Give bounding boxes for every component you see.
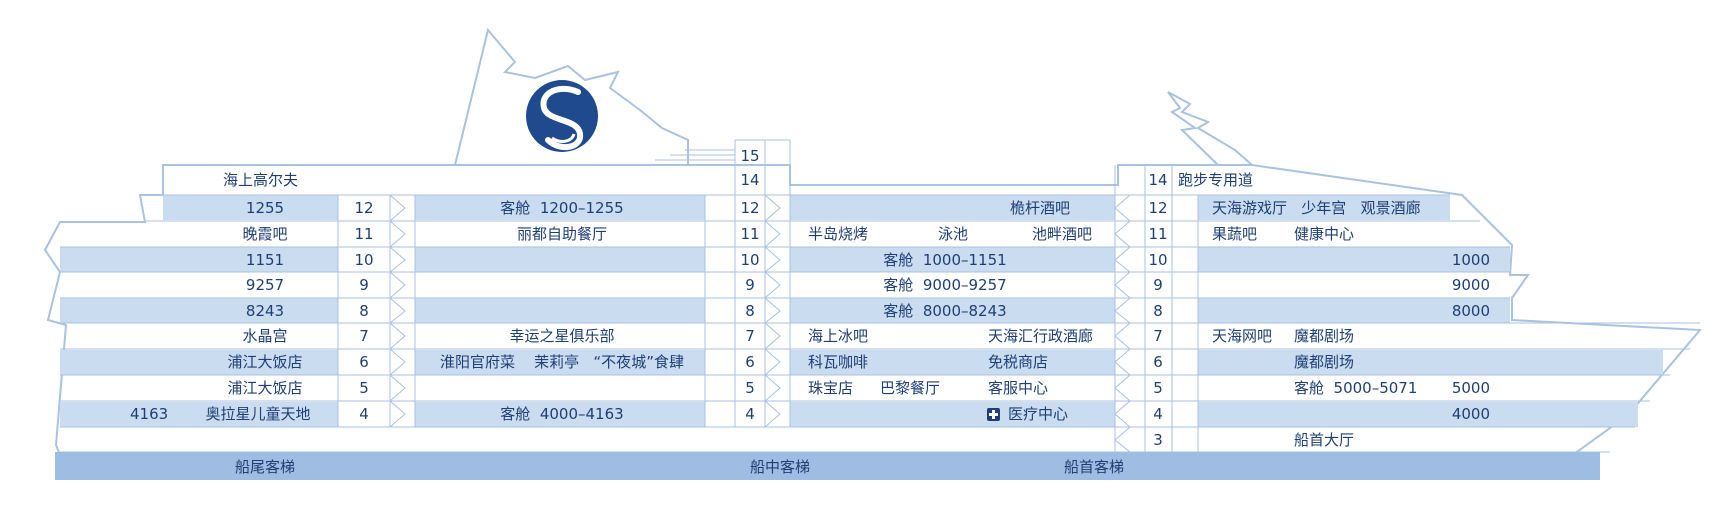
mid-deck5-c: 客服中心 bbox=[988, 379, 1049, 397]
aftmid-deck6: 淮阳官府菜 茉莉亭 “不夜城”食肆 bbox=[440, 353, 684, 371]
stern-deck8: 8243 bbox=[245, 302, 285, 320]
aft-deck-number: 7 bbox=[359, 327, 369, 345]
bow-deck6: 魔都剧场 bbox=[1294, 353, 1355, 371]
mid-deck5-a: 珠宝店 bbox=[808, 379, 854, 397]
bow-deck7-b: 魔都剧场 bbox=[1294, 327, 1355, 345]
mid-deck4: 医疗中心 bbox=[1008, 405, 1069, 423]
fwd-deck-number: 6 bbox=[1153, 353, 1163, 371]
mid-deck11-a: 半岛烧烤 bbox=[808, 225, 869, 243]
fwd-deck-number: 7 bbox=[1153, 327, 1163, 345]
mid-deck-number: 14 bbox=[740, 171, 760, 189]
aft-deck-number: 12 bbox=[354, 199, 374, 217]
fwd-deck-number: 12 bbox=[1148, 199, 1168, 217]
mid-deck-number: 8 bbox=[745, 302, 755, 320]
mid-deck-number: 6 bbox=[745, 353, 755, 371]
stern-deck12: 1255 bbox=[245, 199, 285, 217]
stern-deck7: 水晶宫 bbox=[242, 327, 288, 345]
mid-deck-number: 7 bbox=[745, 327, 755, 345]
mid-deck12: 桅杆酒吧 bbox=[1010, 199, 1071, 217]
aft-deck-number: 6 bbox=[359, 353, 369, 371]
mid-deck7-a: 海上冰吧 bbox=[808, 327, 869, 345]
fwd-deck-number: 11 bbox=[1148, 225, 1168, 243]
mid-deck-number: 11 bbox=[740, 225, 760, 243]
stern-deck4: 奥拉星儿童天地 bbox=[205, 405, 311, 423]
mid-deck8: 客舱 8000–8243 bbox=[883, 302, 1007, 320]
stern-deck11: 晚霞吧 bbox=[242, 225, 288, 243]
bow-deck12: 天海游戏厅 少年宫 观景酒廊 bbox=[1212, 199, 1421, 217]
mid-deck9: 客舱 9000–9257 bbox=[883, 276, 1007, 294]
aft-deck-number: 10 bbox=[354, 251, 374, 269]
bow-deck11-b: 健康中心 bbox=[1294, 225, 1355, 243]
fwd-deck-number: 10 bbox=[1148, 251, 1168, 269]
mid-elevator-label: 船中客梯 bbox=[750, 458, 811, 476]
bow-deck5-b: 5000 bbox=[1451, 379, 1490, 397]
stern-golf: 海上高尔夫 bbox=[223, 171, 299, 189]
mid-deck11-b: 泳池 bbox=[938, 225, 969, 243]
aftmid-deck7: 幸运之星俱乐部 bbox=[509, 327, 615, 345]
fwd-deck-number: 9 bbox=[1153, 276, 1163, 294]
aft-elevator-label: 船尾客梯 bbox=[235, 458, 296, 476]
mid-deck11-c: 池畔酒吧 bbox=[1032, 225, 1093, 243]
fwd-elevator-label: 船首客梯 bbox=[1064, 458, 1125, 476]
fwd-deck-number: 3 bbox=[1153, 431, 1163, 449]
stern-deck5: 浦江大饭店 bbox=[227, 379, 303, 397]
fwd-deck-number: 5 bbox=[1153, 379, 1163, 397]
aftmid-deck11: 丽都自助餐厅 bbox=[516, 225, 608, 243]
fwd-deck-number: 4 bbox=[1153, 405, 1163, 423]
medical-cross-icon bbox=[987, 408, 1000, 421]
bow-deck4: 4000 bbox=[1451, 405, 1490, 423]
stern-deck9: 9257 bbox=[245, 276, 285, 294]
bow-deck9: 9000 bbox=[1451, 276, 1490, 294]
mid-deck6-a: 科瓦咖啡 bbox=[808, 353, 869, 371]
mid-deck-number: 4 bbox=[745, 405, 755, 423]
aft-deck-number: 8 bbox=[359, 302, 369, 320]
aftmid-deck12: 客舱 1200–1255 bbox=[500, 199, 624, 217]
stern-deck10: 1151 bbox=[245, 251, 285, 269]
mid-deck-number: 5 bbox=[745, 379, 755, 397]
stern-deck4-number: 4163 bbox=[130, 405, 169, 423]
fwd-deck-number: 8 bbox=[1153, 302, 1163, 320]
bow-deck3: 船首大厅 bbox=[1294, 431, 1355, 449]
seaborn-s-logo-icon bbox=[526, 80, 598, 152]
bow-deck11-a: 果蔬吧 bbox=[1212, 225, 1258, 243]
mast bbox=[1167, 91, 1255, 166]
aft-deck-number: 4 bbox=[359, 405, 369, 423]
bow-deck7-a: 天海网吧 bbox=[1212, 327, 1273, 345]
bow-deck10: 1000 bbox=[1451, 251, 1490, 269]
aftmid-deck4: 客舱 4000–4163 bbox=[500, 405, 624, 423]
fwd-deck-number: 14 bbox=[1148, 171, 1168, 189]
mid-deck5-b: 巴黎餐厅 bbox=[880, 379, 941, 397]
mid-deck6-b: 免税商店 bbox=[988, 353, 1049, 371]
mid-deck7-b: 天海汇行政酒廊 bbox=[988, 327, 1094, 345]
mid-deck-number: 10 bbox=[740, 251, 760, 269]
aft-deck-number: 11 bbox=[354, 225, 374, 243]
aft-deck-number: 9 bbox=[359, 276, 369, 294]
mid-deck-number: 12 bbox=[740, 199, 760, 217]
mid-deck-number: 9 bbox=[745, 276, 755, 294]
mid-deck-number: 15 bbox=[740, 147, 760, 165]
elevator-bar bbox=[55, 452, 1600, 480]
bow-deck8: 8000 bbox=[1451, 302, 1490, 320]
mid-deck10: 客舱 1000–1151 bbox=[883, 251, 1007, 269]
stern-deck6: 浦江大饭店 bbox=[227, 353, 303, 371]
bow-deck5-a: 客舱 5000–5071 bbox=[1294, 379, 1418, 397]
bow-deck14: 跑步专用道 bbox=[1178, 171, 1254, 189]
aft-deck-number: 5 bbox=[359, 379, 369, 397]
